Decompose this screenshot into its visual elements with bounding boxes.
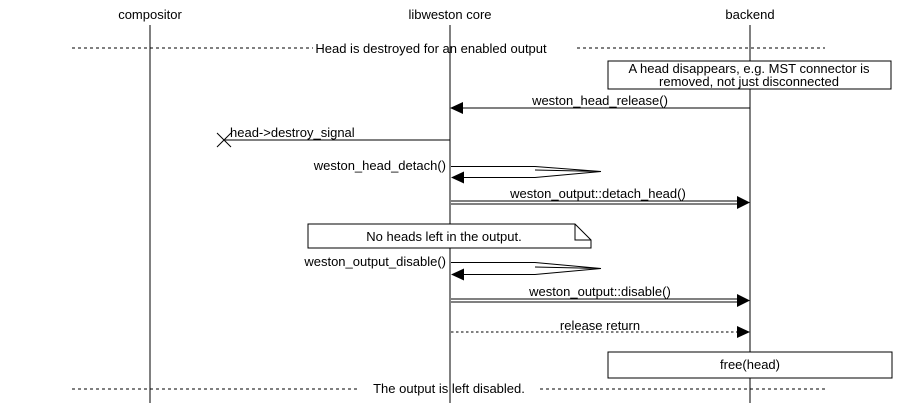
note-head-disappears-box (607, 60, 892, 90)
box-free-head-rect (607, 351, 893, 379)
message-weston-output-disable-out (451, 262, 602, 269)
participant-libweston-core: libweston core (408, 7, 491, 22)
note-head-disappears-line1: A head disappears, e.g. MST connector is (628, 61, 870, 76)
participant-headers: compositor libweston core backend (118, 7, 774, 22)
note-no-heads-left-label: No heads left in the output. (366, 229, 521, 244)
box-free-head: free(head) (607, 351, 893, 379)
divider-top: Head is destroyed for an enabled output (72, 41, 825, 56)
message-weston-head-detach-label: weston_head_detach() (313, 158, 446, 173)
note-no-heads-left-fold (574, 224, 591, 241)
message-weston-output-disable-method: weston_output::disable() (451, 284, 750, 307)
lost-message-x-icon (216, 132, 232, 148)
message-weston-head-detach-out (451, 166, 602, 172)
message-weston-head-detach-back (463, 171, 602, 178)
box-free-head-label: free(head) (720, 357, 780, 372)
message-weston-head-release-arrowhead (450, 102, 463, 114)
message-weston-output-detach-head-label: weston_output::detach_head() (509, 186, 686, 201)
message-weston-output-disable-label: weston_output_disable() (303, 254, 446, 269)
note-no-heads-left-box (307, 223, 592, 249)
note-head-disappears: A head disappears, e.g. MST connector is… (607, 60, 892, 90)
message-weston-output-disable-back (463, 268, 602, 275)
message-weston-output-detach-head: weston_output::detach_head() (451, 186, 750, 209)
divider-bottom: The output is left disabled. (72, 381, 825, 396)
message-head-destroy-signal-label: head->destroy_signal (230, 125, 355, 140)
message-release-return: release return (451, 318, 750, 338)
divider-top-label: Head is destroyed for an enabled output (315, 41, 547, 56)
message-weston-output-disable-call: weston_output_disable() (303, 254, 602, 281)
message-weston-output-detach-head-arrowhead (737, 196, 750, 209)
participant-backend: backend (725, 7, 774, 22)
divider-bottom-label: The output is left disabled. (373, 381, 525, 396)
message-weston-output-disable-arrowhead (451, 268, 464, 281)
note-head-disappears-line2: removed, not just disconnected (659, 74, 839, 89)
message-release-return-arrowhead (737, 326, 750, 338)
message-weston-output-disable-method-arrowhead (737, 294, 750, 307)
participant-compositor: compositor (118, 7, 182, 22)
note-no-heads-left: No heads left in the output. (307, 223, 592, 249)
message-weston-head-release-label: weston_head_release() (531, 93, 668, 108)
message-weston-head-detach-arrowhead (451, 171, 464, 184)
message-weston-head-release: weston_head_release() (450, 93, 750, 114)
message-head-destroy-signal: head->destroy_signal (216, 125, 450, 148)
message-release-return-label: release return (560, 318, 640, 333)
message-weston-output-disable-method-label: weston_output::disable() (528, 284, 671, 299)
message-weston-head-detach: weston_head_detach() (313, 158, 602, 184)
